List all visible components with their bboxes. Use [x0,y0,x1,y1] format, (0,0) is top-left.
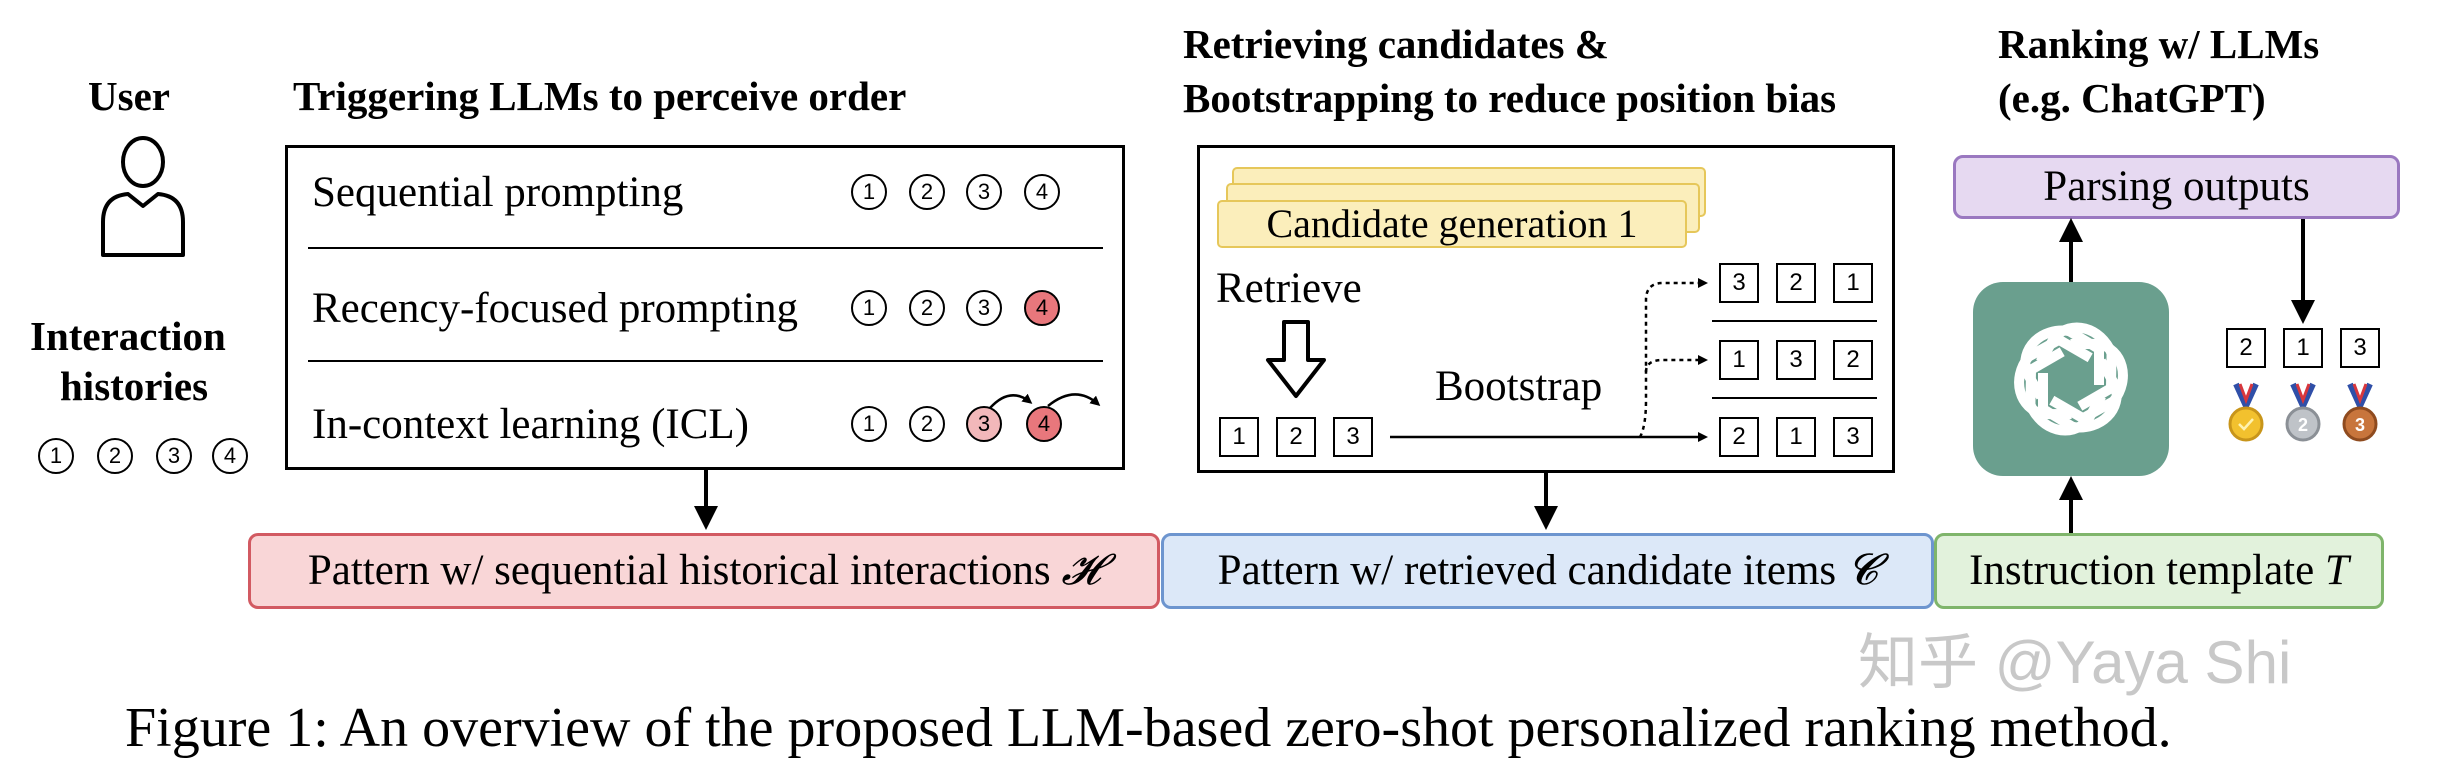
permutation-item: 2 [1833,340,1873,380]
sequence-item: 3 [966,290,1002,326]
svg-text:3: 3 [2355,415,2365,435]
permutation-item: 1 [1776,417,1816,457]
histories-label-line2: histories [60,363,209,409]
ranked-item: 3 [2340,328,2380,368]
permutation-item: 2 [1719,417,1759,457]
parsing-outputs-box: Parsing outputs [1953,155,2400,219]
sequence-item: 1 [851,290,887,326]
ranked-item: 2 [2226,328,2266,368]
candidate-pattern-box: Pattern w/ retrieved candidate items 𝓒 [1161,533,1934,609]
ranked-item: 1 [2283,328,2323,368]
divider [1712,320,1877,322]
sequence-item: 1 [851,406,887,442]
recency-prompting-label: Recency-focused prompting [312,285,798,332]
icl-label: In-context learning (ICL) [312,401,749,448]
silver-medal-icon: 2 [2283,382,2323,446]
bronze-medal-icon: 3 [2340,382,2380,446]
ranking-title-line1: Ranking w/ LLMs [1998,21,2320,67]
divider [308,247,1103,249]
sequence-item: 3 [966,174,1002,210]
sequence-item: 2 [909,290,945,326]
chatgpt-logo-icon [1973,282,2169,476]
retrieval-title-line2: Bootstrapping to reduce position bias [1183,75,1837,121]
retrieval-title-line1: Retrieving candidates & [1183,21,1609,67]
retrieved-item: 2 [1276,417,1316,457]
sequential-prompting-label: Sequential prompting [312,169,684,216]
history-item: 1 [38,438,74,474]
user-label: User [88,73,170,119]
gold-medal-icon [2226,382,2266,446]
history-item: 3 [156,438,192,474]
recent-item-highlight: 4 [1024,290,1060,326]
watermark: 知乎 @Yaya Shi [1858,629,2292,696]
user-icon [98,130,188,258]
retrieved-item: 1 [1219,417,1259,457]
retrieved-item: 3 [1333,417,1373,457]
permutation-item: 2 [1776,263,1816,303]
permutation-item: 3 [1833,417,1873,457]
divider [308,360,1103,362]
sequence-item: 2 [909,406,945,442]
instruction-template-box: Instruction template T [1934,533,2384,609]
candidate-generation-card: Candidate generation 1 [1217,200,1687,248]
sequence-item: 2 [909,174,945,210]
sequence-item: 1 [851,174,887,210]
retrieve-label: Retrieve [1216,265,1362,312]
svg-text:2: 2 [2298,415,2308,435]
permutation-item: 3 [1719,263,1759,303]
figure-caption: Figure 1: An overview of the proposed LL… [125,697,2172,759]
history-item: 2 [97,438,133,474]
icl-item-red: 4 [1026,406,1062,442]
divider [1712,397,1877,399]
permutation-item: 1 [1719,340,1759,380]
histories-label-line1: Interaction [30,313,226,359]
historical-pattern-box: Pattern w/ sequential historical interac… [248,533,1160,609]
order-section-title: Triggering LLMs to perceive order [293,73,907,119]
ranking-title-line2: (e.g. ChatGPT) [1998,75,2266,121]
sequence-item: 4 [1024,174,1060,210]
permutation-item: 1 [1833,263,1873,303]
bootstrap-label: Bootstrap [1435,363,1603,410]
icl-item-pink: 3 [966,406,1002,442]
permutation-item: 3 [1776,340,1816,380]
history-item: 4 [212,438,248,474]
